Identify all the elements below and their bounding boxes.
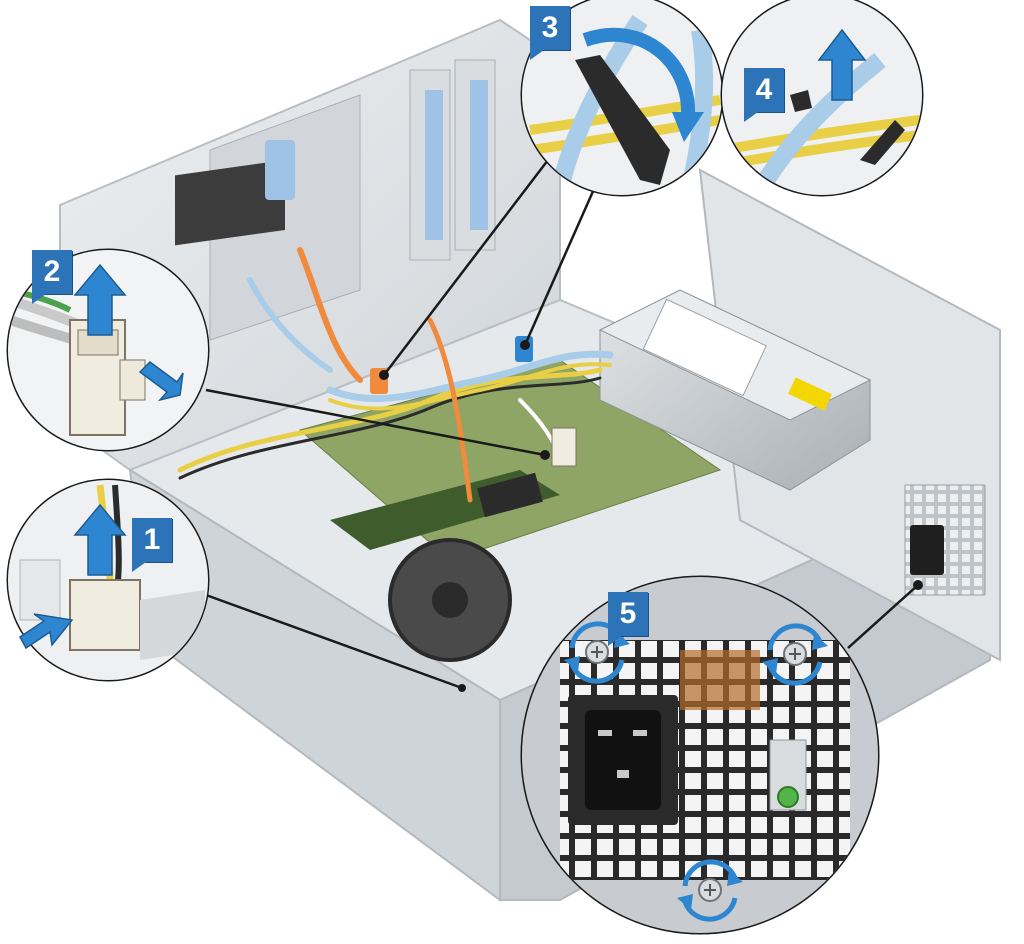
step-badge-4: 4 bbox=[744, 68, 784, 122]
4-pin-connector bbox=[69, 579, 141, 651]
step-badge-3: 3 bbox=[530, 6, 570, 60]
cables bbox=[177, 247, 614, 503]
screw-icon bbox=[698, 878, 722, 902]
callout-step-2 bbox=[6, 248, 210, 452]
rotate-arrow-icon bbox=[582, 27, 696, 116]
callout-step-5 bbox=[520, 575, 880, 935]
up-arrow-icon bbox=[73, 263, 127, 336]
rotate-arrow-icon bbox=[569, 621, 823, 922]
screw-icon bbox=[783, 642, 807, 666]
up-arrow-icon bbox=[817, 28, 867, 101]
up-arrow-icon bbox=[73, 503, 127, 576]
callout-step-1 bbox=[6, 478, 210, 682]
step-badge-2: 2 bbox=[32, 250, 72, 304]
power-supply bbox=[598, 289, 872, 491]
step-badge-1: 1 bbox=[132, 518, 172, 572]
board-power-connector bbox=[551, 427, 577, 467]
push-arrow-icon bbox=[138, 361, 184, 402]
callout-step-4 bbox=[720, 0, 924, 197]
step-badge-5: 5 bbox=[608, 592, 648, 646]
leader-lines bbox=[205, 159, 919, 690]
push-arrow-icon bbox=[19, 613, 74, 650]
screw-icon bbox=[585, 640, 609, 664]
